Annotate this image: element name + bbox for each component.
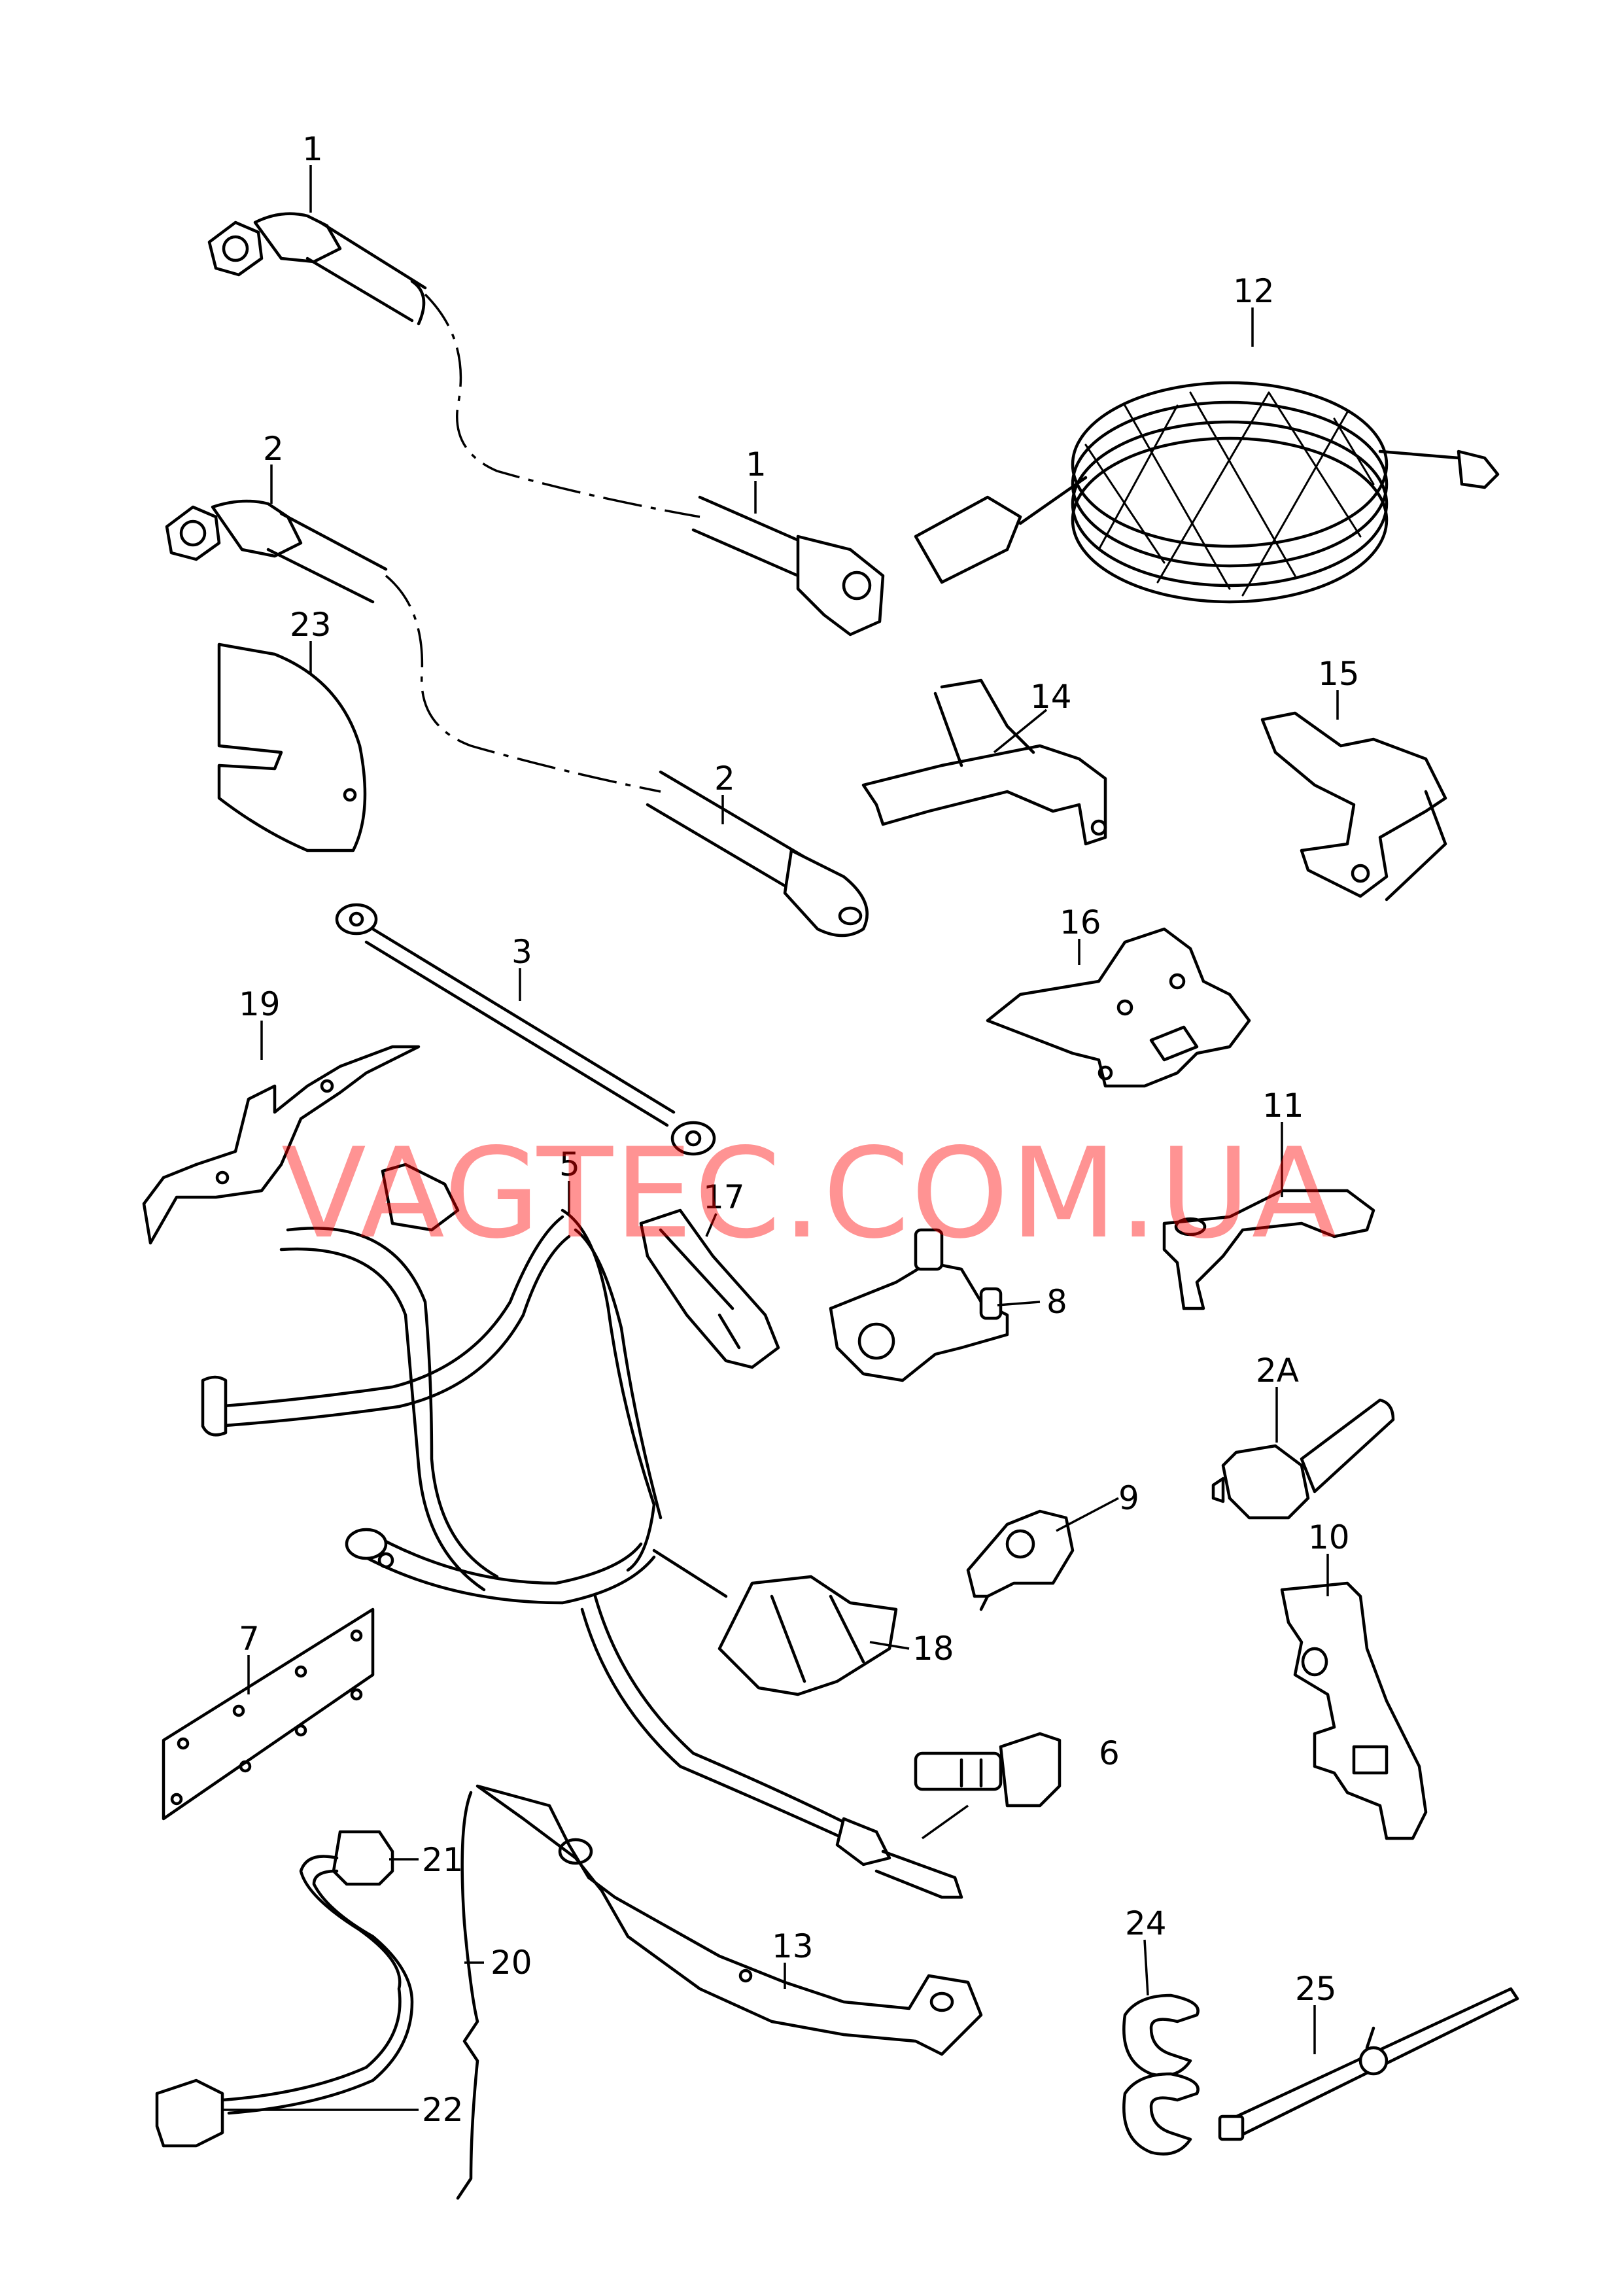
callout-24: 24 — [1125, 1904, 1167, 1942]
part-11-bracket — [1162, 1189, 1375, 1310]
callout-7: 7 — [239, 1620, 260, 1658]
part-8-terminal-clamp — [829, 1228, 1009, 1382]
callout-2-top: 2 — [263, 430, 284, 468]
callout-20: 20 — [491, 1944, 532, 1982]
part-15-bracket — [1260, 711, 1447, 902]
part-10-bracket — [1280, 1581, 1428, 1840]
part-9-terminal — [966, 1509, 1075, 1611]
part-20-wiring-set — [155, 1791, 479, 2200]
part-14-bracket — [861, 678, 1107, 846]
watermark: VAGTEC.COM.UA — [281, 1121, 1338, 1266]
part-3-ground-strap — [335, 903, 716, 1156]
callout-1-top: 1 — [302, 130, 323, 168]
callout-14: 14 — [1030, 678, 1072, 716]
part-16-mounting-plate — [986, 927, 1251, 1088]
part-23-shield-plate — [217, 642, 367, 852]
callout-5: 5 — [559, 1146, 580, 1183]
part-13-bracket — [475, 1784, 983, 2056]
callout-23: 23 — [290, 606, 332, 644]
callout-25: 25 — [1295, 1970, 1337, 2008]
callout-12: 12 — [1233, 272, 1275, 310]
callout-3: 3 — [511, 933, 532, 971]
callout-10: 10 — [1308, 1518, 1350, 1556]
callout-22: 22 — [422, 2091, 464, 2129]
callout-9: 9 — [1118, 1479, 1139, 1517]
callout-15: 15 — [1318, 655, 1360, 693]
callout-18: 18 — [912, 1630, 954, 1668]
callout-11: 11 — [1262, 1087, 1304, 1125]
part-5-wiring-harness — [201, 1163, 963, 1899]
callout-1-lower: 1 — [746, 446, 767, 483]
part-25-cable-tie — [1218, 1987, 1519, 2141]
part-17-fuse-holder — [639, 1208, 780, 1369]
part-2-battery-cable — [165, 499, 869, 937]
part-7-label-sheet — [162, 1607, 375, 1821]
part-1-battery-cable — [207, 212, 885, 637]
callout-21: 21 — [422, 1841, 464, 1879]
callout-17: 17 — [703, 1178, 745, 1216]
part-18-cover — [717, 1575, 898, 1696]
callout-2-lower: 2 — [714, 760, 735, 797]
callout-8: 8 — [1046, 1283, 1067, 1321]
part-19-bracket — [142, 1045, 421, 1245]
callout-2A: 2A — [1256, 1352, 1299, 1390]
part-24-clips — [1122, 1993, 1200, 2156]
callout-labels: 1 1 2 2 2A 3 5 6 7 8 9 10 11 12 13 14 15… — [239, 130, 1360, 2129]
part-2A-sensor — [1211, 1398, 1395, 1520]
callout-16: 16 — [1060, 903, 1101, 941]
callout-13: 13 — [772, 1927, 814, 1965]
callout-6: 6 — [1099, 1734, 1120, 1772]
callout-19: 19 — [239, 985, 281, 1023]
part-6-connector — [914, 1732, 1062, 1808]
part-12-coiled-cable — [914, 381, 1500, 604]
leader-lines — [222, 165, 1339, 2111]
